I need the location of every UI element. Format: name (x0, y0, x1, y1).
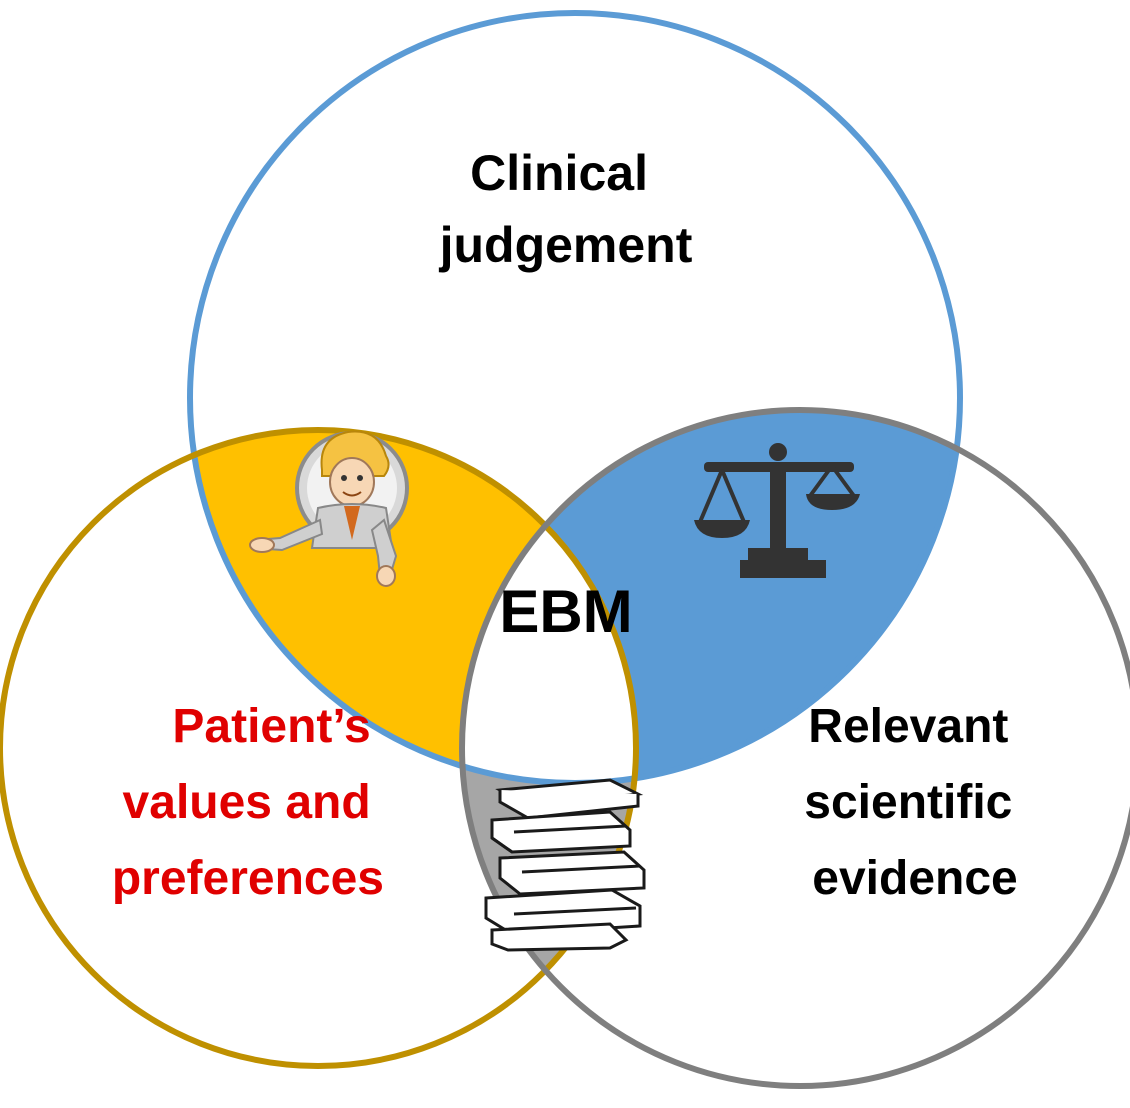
patient-line-2: values and (123, 776, 371, 829)
ebm-center-label: EBM (499, 578, 632, 645)
stack-of-books-icon (484, 778, 646, 952)
patient-line-1: Patient’s (172, 700, 370, 753)
evidence-line-3: evidence (812, 852, 1017, 905)
patient-values-circle (0, 427, 639, 1069)
evidence-line-2: scientific (804, 776, 1012, 829)
clinical-line-1: Clinical (470, 145, 648, 201)
cartoon-person-pointing-icon (249, 430, 409, 587)
patient-values-label: Patient’s values and preferences (112, 700, 384, 905)
clinical-line-2: judgement (439, 217, 693, 273)
evidence-line-1: Relevant (808, 700, 1008, 753)
scientific-evidence-circle (459, 407, 1130, 1089)
balance-scale-icon (694, 443, 860, 578)
clinical-judgement-label: Clinical judgement (439, 145, 693, 273)
relevant-evidence-label: Relevant scientific evidence (804, 700, 1025, 905)
patient-line-3: preferences (112, 852, 384, 905)
